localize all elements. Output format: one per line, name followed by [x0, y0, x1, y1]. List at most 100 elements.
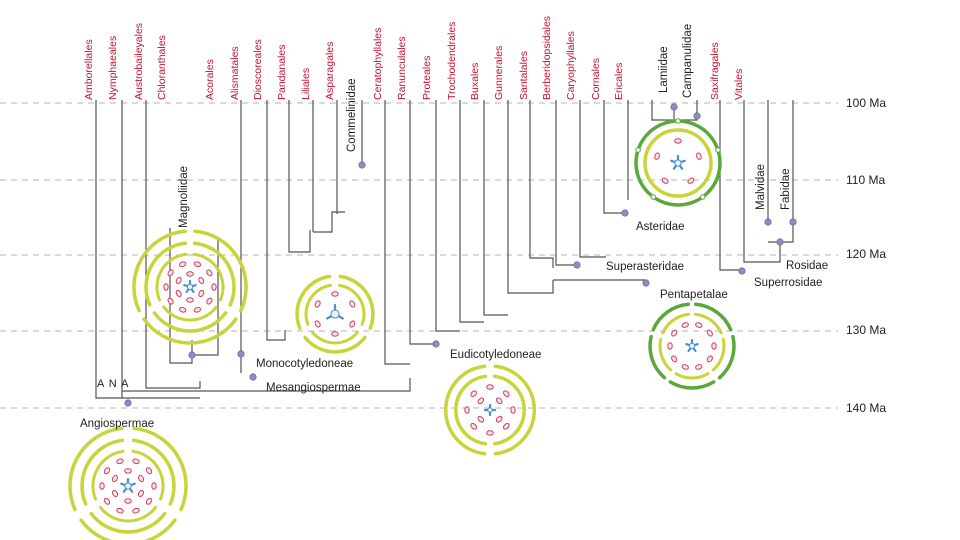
floral-whorl-arc [661, 312, 691, 335]
order-labels: Amborellales Nymphaeales Austrobaileyale… [83, 16, 745, 100]
stamen-mark [696, 152, 702, 160]
floral-whorl-arc [192, 252, 225, 302]
tree-branch [579, 100, 606, 258]
tree-node [789, 218, 797, 226]
clade-label-angiospermae: Angiospermae [80, 418, 154, 430]
order-label: Pandanales [276, 45, 288, 100]
tree-nodes [124, 103, 797, 407]
tree-branch [266, 100, 286, 341]
stamen-mark [695, 364, 703, 370]
tree-branch [288, 100, 311, 253]
floral-whorl-arc [338, 283, 366, 326]
order-label: Saxifragales [709, 42, 721, 100]
stamen-mark [186, 271, 194, 277]
stamen-mark [674, 138, 682, 144]
floral-diagram-asteridae [634, 118, 722, 207]
tree-branch [191, 238, 219, 356]
stamen-mark [167, 297, 174, 305]
order-label: Ceratophyllales [372, 28, 384, 100]
order-label: Austrobaileyales [133, 23, 145, 100]
tree-branch [384, 100, 410, 365]
floral-whorl-arc [80, 438, 125, 506]
time-label-120: 120 Ma [846, 247, 886, 261]
floral-diagram-angiospermae [68, 426, 188, 540]
stamen-mark [198, 276, 205, 285]
time-label-130: 130 Ma [846, 323, 886, 337]
stamen-mark [486, 430, 494, 436]
stamen-mark [111, 489, 119, 498]
sepal-dot [635, 147, 641, 153]
stamen-mark [661, 177, 669, 184]
tree-node [358, 161, 366, 169]
stamen-mark [687, 177, 695, 184]
stamen-mark [167, 269, 174, 277]
floral-whorl-arc [68, 426, 124, 512]
floral-diagram-eudicotyledoneae [443, 364, 537, 456]
floral-whorl-arc [492, 374, 526, 446]
order-label: Ericales [613, 63, 625, 100]
order-label: Acorales [204, 59, 216, 100]
tree-branch [765, 242, 781, 263]
stamen-mark [145, 497, 153, 505]
floral-whorl-arc [98, 506, 158, 523]
stamen-mark [331, 331, 339, 337]
stamen-mark [349, 320, 356, 328]
stamen-mark [470, 422, 478, 430]
stamen-mark [124, 498, 132, 504]
order-label: Nymphaeales [107, 36, 119, 100]
stamen-mark [502, 422, 510, 430]
stamen-mark [477, 397, 485, 405]
floral-whorl-arc [89, 511, 167, 534]
floral-whorl-arc [711, 337, 726, 372]
floral-diagram-superrosidae [648, 302, 736, 390]
tree-node [124, 399, 132, 407]
floral-whorl-arc [443, 364, 487, 456]
stamen-mark [706, 329, 713, 337]
floral-whorl-arc [132, 426, 188, 512]
floral-whorl-arc [192, 241, 236, 307]
floral-whorl-arc [651, 302, 691, 332]
tree-node [621, 209, 629, 217]
time-label-100: 100 Ma [846, 96, 886, 110]
clade-label-campanulidae: Campanulidae [682, 24, 694, 98]
stamen-mark [314, 300, 321, 308]
gynoecium-mark [674, 159, 682, 167]
tree-branch [122, 378, 411, 392]
gynoecium-mark [688, 342, 696, 350]
tree-node [432, 340, 440, 348]
floral-whorl-arc [152, 311, 228, 333]
clade-label-superasteridae: Superasteridae [606, 261, 684, 273]
floral-whorl-arc [155, 252, 188, 302]
tree-branch [603, 100, 625, 214]
stamen-mark [706, 355, 713, 363]
stamen-mark [486, 384, 494, 390]
tree-branch [483, 100, 508, 316]
floral-diagram-magnoliidae [132, 229, 248, 345]
floral-whorl-ring [643, 128, 713, 198]
floral-whorl-arc [303, 335, 367, 354]
clade-label-superrosidae: Superrosidae [754, 277, 822, 289]
gynoecium-mark [186, 283, 194, 291]
stamen-mark [137, 474, 145, 483]
clade-label-magnoliidae: Magnoliidae [178, 166, 190, 228]
tree-branch [529, 100, 554, 268]
stamen-mark [477, 415, 485, 423]
stamen-mark [178, 306, 187, 313]
stamen-mark [145, 467, 153, 475]
order-label: Buxales [469, 63, 481, 100]
tree-branch [719, 100, 742, 271]
sepal-dot [699, 194, 706, 200]
order-label: Berberidopsidales [541, 16, 553, 100]
order-label: Ranunculales [396, 36, 408, 100]
tree-branch [555, 100, 580, 266]
floral-whorl-arc [91, 449, 125, 501]
gynoecium-mark [330, 309, 340, 319]
floral-whorl-arc [493, 364, 537, 456]
time-gridlines [0, 102, 838, 409]
order-label: Alismatales [229, 46, 241, 100]
floral-whorl-arc [693, 302, 733, 332]
order-label: Vitales [733, 69, 745, 100]
order-label: Chloranthales [156, 35, 168, 100]
tree-branch [145, 100, 201, 389]
